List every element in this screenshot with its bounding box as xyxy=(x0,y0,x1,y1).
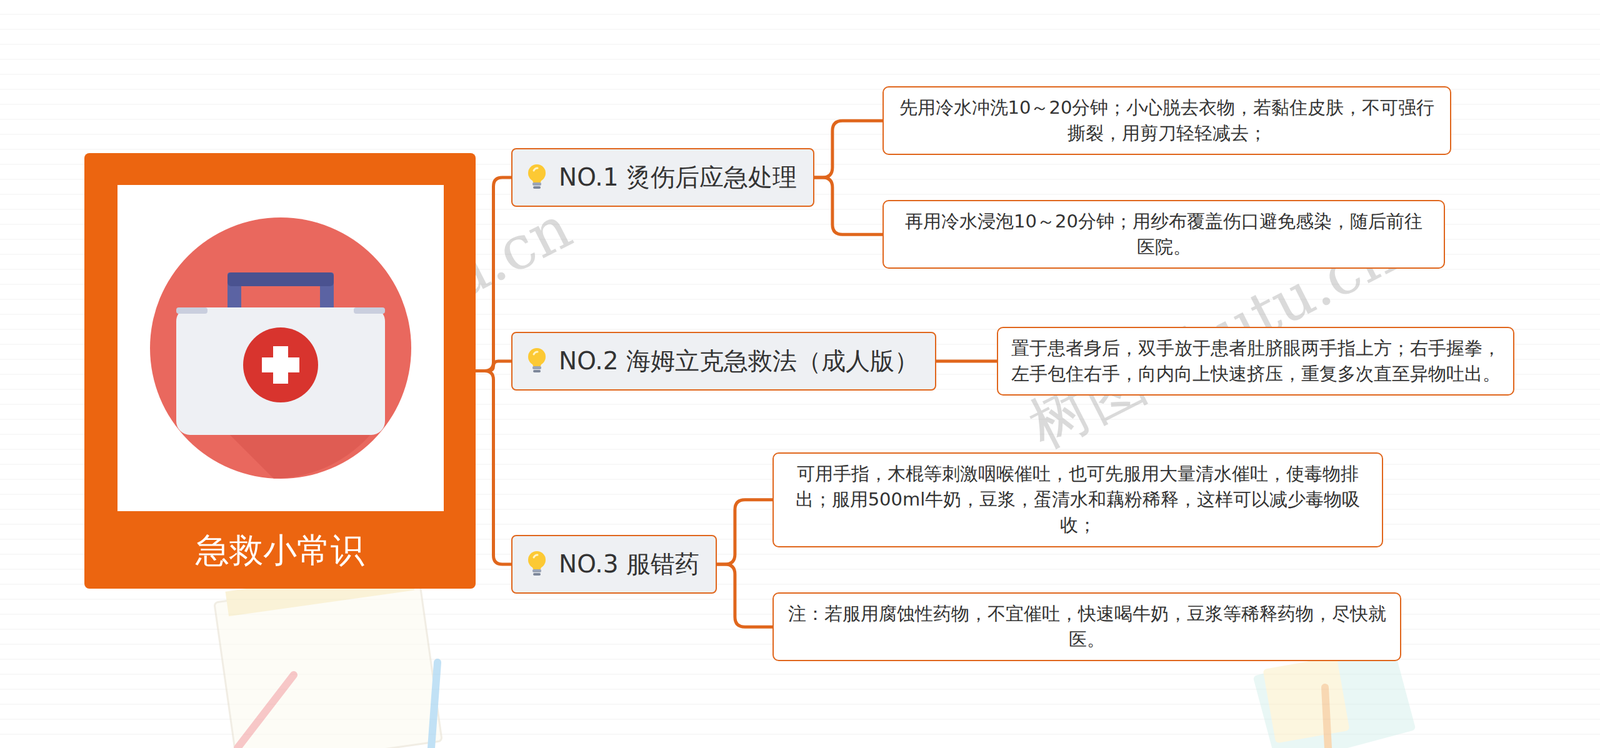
node-text: 可用手指，木棍等刺激咽喉催吐，也可先服用大量清水催吐，使毒物排出；服用500ml… xyxy=(786,461,1370,539)
detail-box: 置于患者身后，双手放于患者肚脐眼两手指上方；右手握拳，左手包住右手，向内向上快速… xyxy=(996,326,1515,396)
lightbulb-icon xyxy=(526,550,548,579)
detail-box: 可用手指，木棍等刺激咽喉催吐，也可先服用大量清水催吐，使毒物排出；服用500ml… xyxy=(772,452,1384,548)
notepad-illustration xyxy=(214,565,442,748)
connector xyxy=(716,564,773,627)
connector xyxy=(814,120,883,178)
node-text: NO.1 烫伤后应急处理 xyxy=(558,160,797,195)
branch-topic: NO.2 海姆立克急救法（成人版） xyxy=(511,331,937,391)
connector xyxy=(936,360,997,364)
branch-topic: NO.3 服错药 xyxy=(511,535,717,594)
connector xyxy=(475,371,512,565)
detail-box: 先用冷水冲洗10～20分钟；小心脱去衣物，若黏住皮肤，不可强行撕裂，用剪刀轻轻减… xyxy=(882,86,1452,155)
first-aid-kit-illustration xyxy=(117,185,444,512)
node-text: NO.3 服错药 xyxy=(558,547,700,582)
lightbulb-icon xyxy=(526,346,548,376)
connector xyxy=(716,500,773,565)
node-text: 注：若服用腐蚀性药物，不宜催吐，快速喝牛奶，豆浆等稀释药物，尽快就医。 xyxy=(786,601,1388,653)
node-text: 再用冷水浸泡10～20分钟；用纱布覆盖伤口避免感染，随后前往医院。 xyxy=(896,208,1432,260)
root-topic: 急救小常识 xyxy=(84,153,476,589)
title-text: 急救小常识 xyxy=(84,528,476,574)
node-text: NO.2 海姆立克急救法（成人版） xyxy=(558,344,919,379)
node-text: 置于患者身后，双手放于患者肚脐眼两手指上方；右手握拳，左手包住右手，向内向上快速… xyxy=(1010,335,1501,387)
detail-box: 注：若服用腐蚀性药物，不宜催吐，快速喝牛奶，豆浆等稀释药物，尽快就医。 xyxy=(772,592,1402,662)
detail-box: 再用冷水浸泡10～20分钟；用纱布覆盖伤口避免感染，随后前往医院。 xyxy=(882,200,1445,269)
branch-topic: NO.1 烫伤后应急处理 xyxy=(511,148,815,207)
connector xyxy=(814,177,883,235)
lightbulb-icon xyxy=(526,163,548,192)
node-text: 先用冷水冲洗10～20分钟；小心脱去衣物，若黏住皮肤，不可强行撕裂，用剪刀轻轻减… xyxy=(896,95,1438,147)
